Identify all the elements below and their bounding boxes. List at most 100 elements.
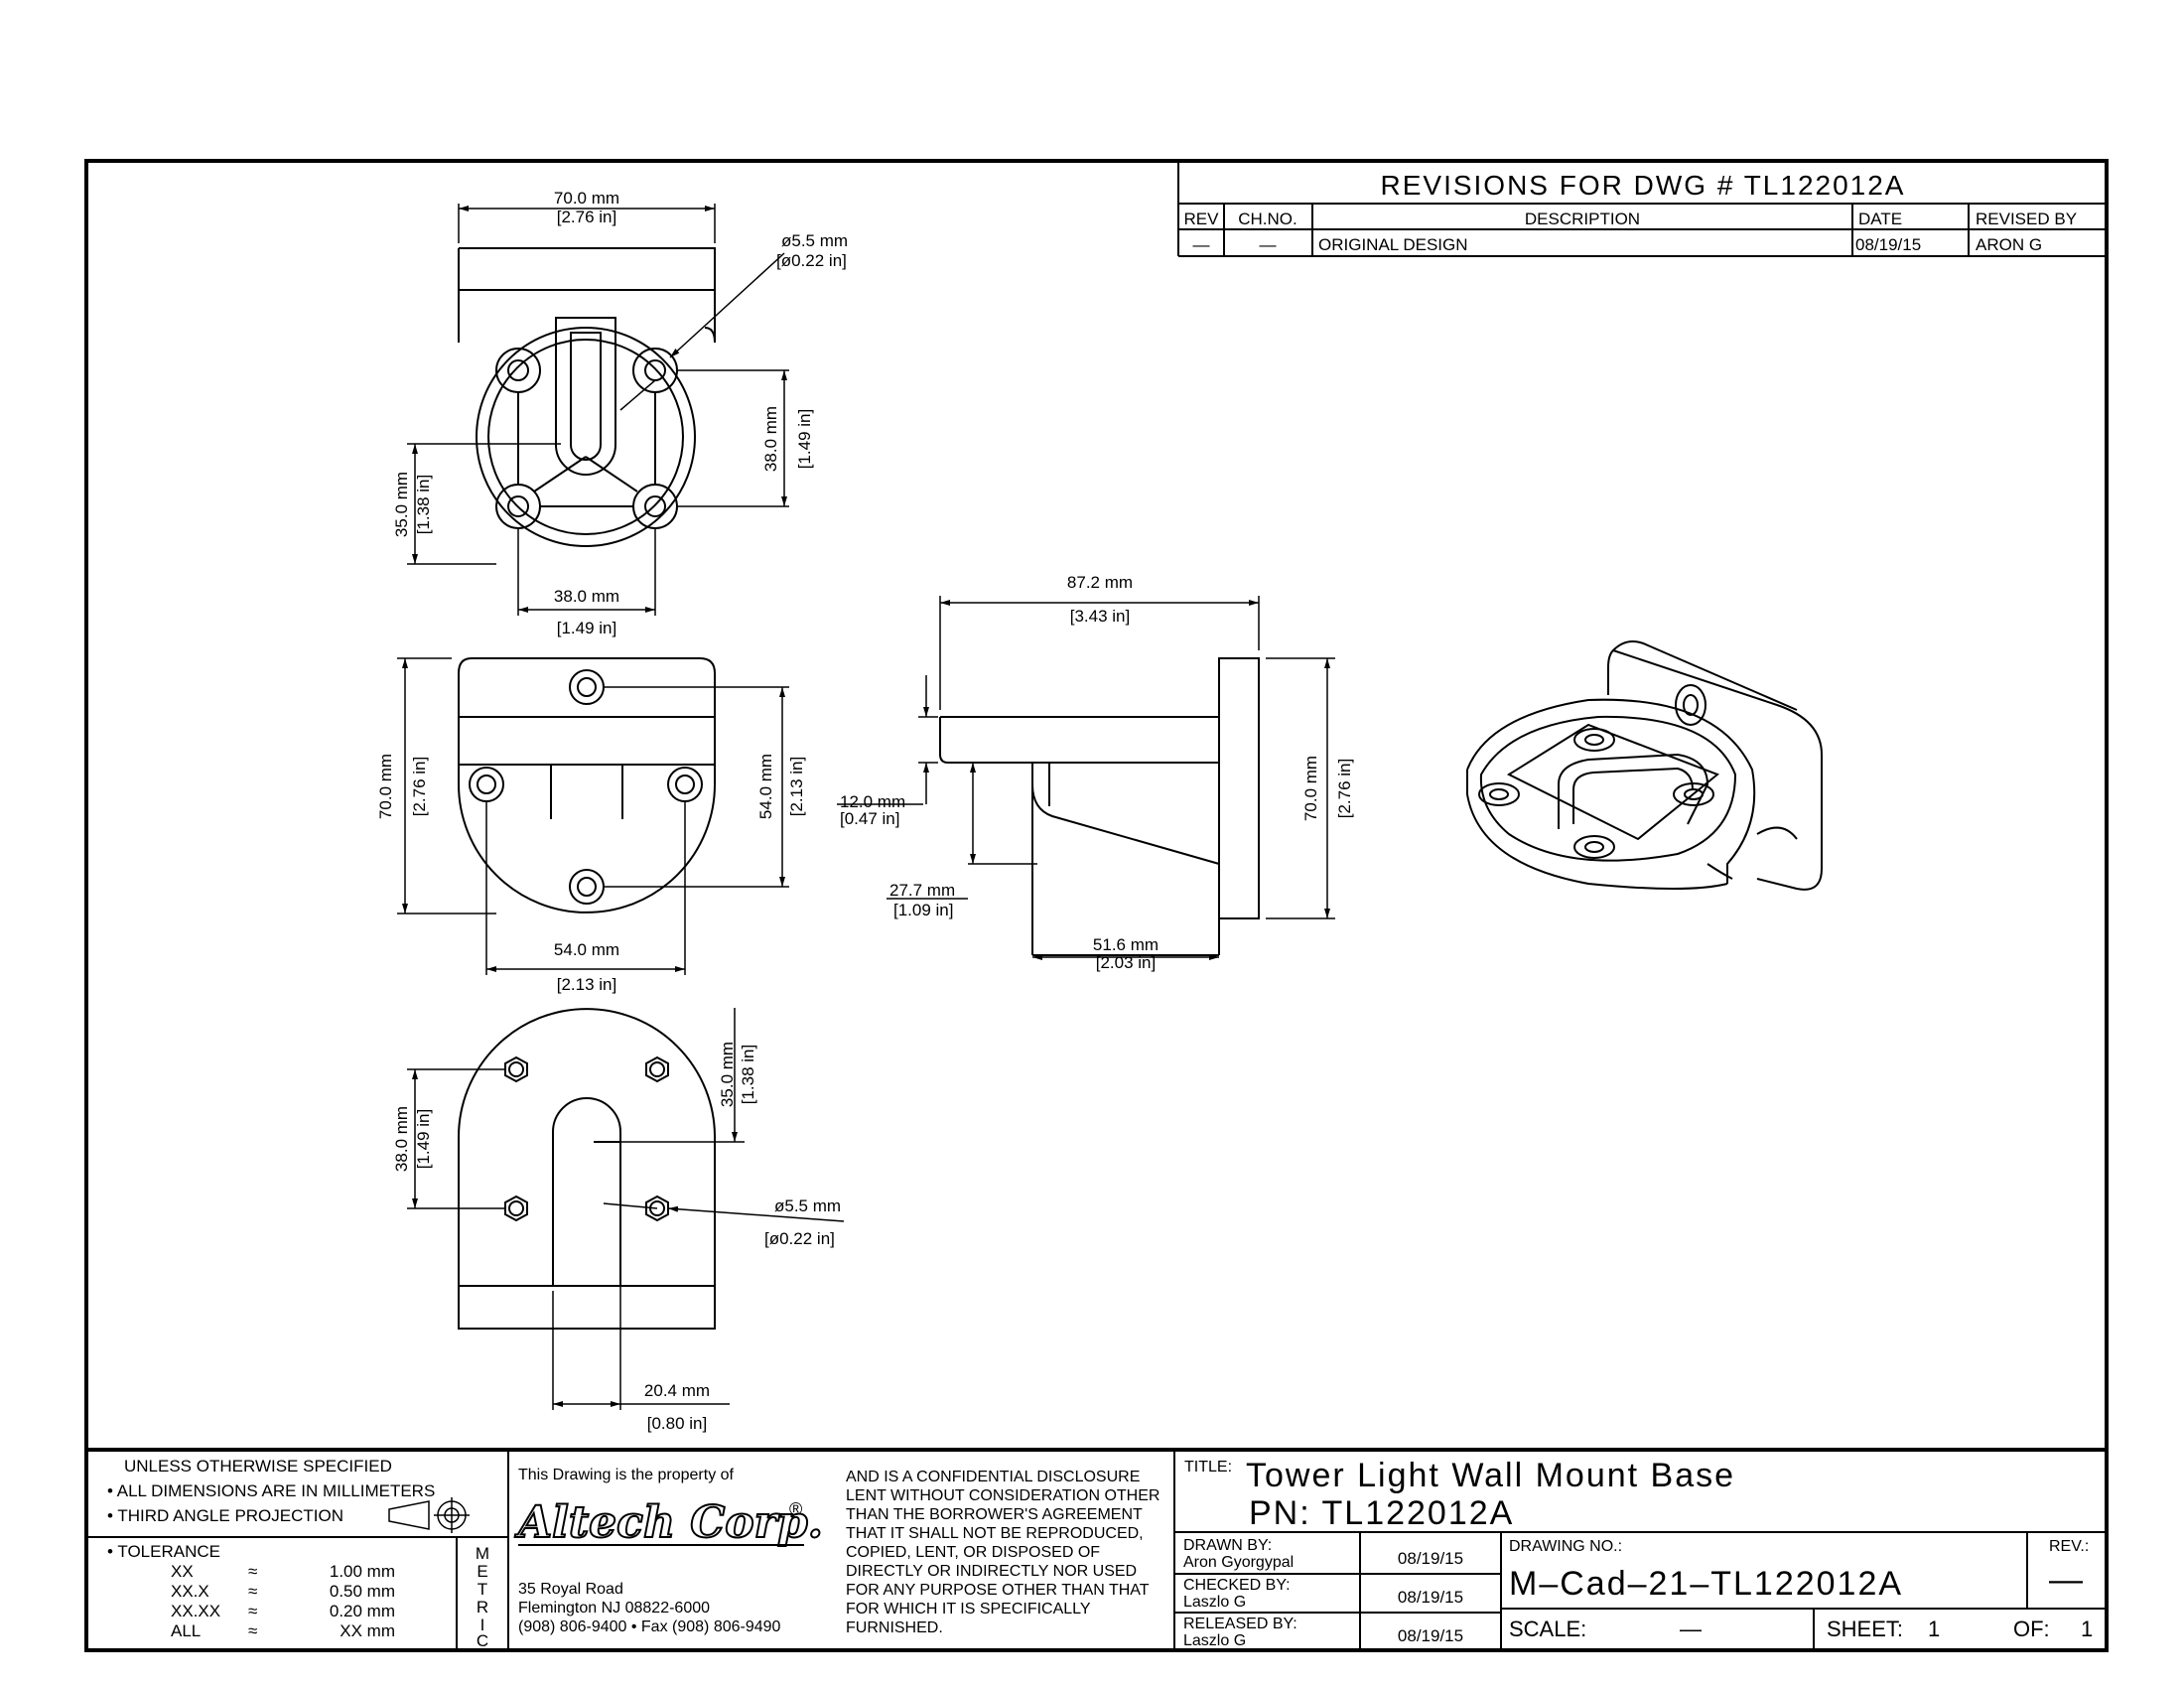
tolerance-label: XX.X: [171, 1582, 209, 1601]
drawn-by-label: DRAWN BY:: [1183, 1537, 1272, 1554]
part-number: PN: TL122012A: [1249, 1494, 1514, 1532]
metric-letter: M: [476, 1544, 489, 1563]
side-depth-in-label: [3.43 in]: [1070, 607, 1131, 626]
left-offset-in-label: [1.38 in]: [414, 475, 433, 535]
disclosure-line: COPIED, LENT, OR DISPOSED OF: [846, 1544, 1100, 1561]
side-height-mm-label: 70.0 mm: [1301, 756, 1320, 821]
sheet-border: [84, 159, 2109, 1652]
revised-by-value: ARON G: [1976, 235, 2042, 254]
front-inner-in-label: [2.13 in]: [787, 757, 806, 817]
drawn-by-value: Aron Gyorgypal: [1183, 1554, 1294, 1571]
disclosure-line: FURNISHED.: [846, 1619, 943, 1636]
drawn-date: 08/19/15: [1398, 1549, 1463, 1568]
tolerance-symbol: ≈: [248, 1621, 257, 1640]
bottom-view-dimensions: [407, 1008, 845, 1410]
chno-value: —: [1260, 235, 1277, 254]
bottom-hole-in-label: [ø0.22 in]: [764, 1229, 835, 1248]
side-height-in-label: [2.76 in]: [1335, 759, 1354, 819]
company-address-1: 35 Royal Road: [518, 1581, 623, 1598]
side-offset-mm-label: 27.7 mm: [889, 881, 955, 900]
hole-dia-in-label: [ø0.22 in]: [776, 251, 847, 270]
drawing-no-label: DRAWING NO.:: [1509, 1538, 1622, 1555]
bottom-offset-mm-label: 20.4 mm: [644, 1381, 710, 1400]
tolerance-symbol: ≈: [248, 1562, 257, 1581]
tolerance-label: XX: [171, 1562, 194, 1581]
property-of-text: This Drawing is the property of: [518, 1467, 735, 1483]
side-offset-in-label: [1.09 in]: [893, 901, 954, 919]
tolerance-list: XX ≈ 1.00 mm XX.X ≈ 0.50 mm XX.XX ≈ 0.20…: [171, 1562, 395, 1640]
side-base-in-label: [2.03 in]: [1096, 953, 1157, 972]
tolerance-value: 1.00 mm: [330, 1562, 395, 1581]
metric-letter: E: [477, 1562, 487, 1581]
released-date: 08/19/15: [1398, 1626, 1463, 1645]
disclosure-line: AND IS A CONFIDENTIAL DISCLOSURE: [846, 1469, 1140, 1485]
front-inner-mm-label: 54.0 mm: [756, 754, 775, 819]
disclosure-line: DIRECTLY OR INDIRECTLY NOR USED: [846, 1563, 1137, 1580]
title-block-grid: [86, 1448, 2107, 1650]
top-view: [458, 247, 716, 547]
third-angle-projection-icon: [388, 1497, 470, 1533]
checked-by-value: Laszlo G: [1183, 1594, 1246, 1611]
rev-value: —: [1193, 235, 1210, 254]
date-value: 08/19/15: [1855, 235, 1921, 254]
side-depth-mm-label: 87.2 mm: [1067, 573, 1133, 592]
company-logo-text: Altech Corp.: [514, 1497, 823, 1548]
drawing-number: M–Cad–21–TL122012A: [1509, 1565, 1903, 1603]
disclosure-line: FOR ANY PURPOSE OTHER THAN THAT: [846, 1582, 1150, 1599]
tolerance-label: XX.XX: [171, 1602, 220, 1620]
bottom-offset-in-label: [0.80 in]: [647, 1414, 708, 1433]
tolerance-label: ALL: [171, 1621, 201, 1640]
chno-header: CH.NO.: [1238, 210, 1297, 228]
drawing-title: Tower Light Wall Mount Base: [1246, 1457, 1735, 1494]
revised-by-header: REVISED BY: [1976, 210, 2077, 228]
checked-by-label: CHECKED BY:: [1183, 1577, 1291, 1594]
top-width-mm-label: 70.0 mm: [554, 189, 619, 208]
tolerance-title: • TOLERANCE: [107, 1542, 220, 1561]
front-height-mm-label: 70.0 mm: [376, 754, 395, 819]
of-value: 1: [2081, 1617, 2093, 1641]
revisions-title: REVISIONS FOR DWG # TL122012A: [1381, 170, 1906, 201]
sheet-label: SHEET:: [1827, 1617, 1903, 1641]
side-view: [939, 657, 1260, 956]
metric-letter: C: [477, 1631, 488, 1650]
notes-line-1: UNLESS OTHERWISE SPECIFIED: [124, 1457, 392, 1476]
company-address-2: Flemington NJ 08822-6000: [518, 1600, 710, 1617]
company-phone: (908) 806-9400 • Fax (908) 806-9490: [518, 1618, 781, 1635]
isometric-view: [1466, 640, 1823, 891]
scale-label: SCALE:: [1509, 1617, 1586, 1641]
description-value: ORIGINAL DESIGN: [1318, 235, 1468, 254]
metric-letter: I: [480, 1616, 485, 1634]
registered-mark: ®: [789, 1499, 802, 1519]
rev-value: —: [2049, 1561, 2085, 1599]
rev-header: REV: [1184, 210, 1220, 228]
bottom-vspacing-in-label: [1.49 in]: [414, 1109, 433, 1170]
front-view: [458, 657, 716, 914]
hole-hspacing-mm-label: 38.0 mm: [554, 587, 619, 606]
top-view-dimensions: [407, 204, 789, 616]
company-logo: Altech Corp. ®: [513, 1496, 824, 1549]
front-width-mm-label: 54.0 mm: [554, 940, 619, 959]
sheet-value: 1: [1928, 1617, 1940, 1641]
notes-line-2: • ALL DIMENSIONS ARE IN MILLIMETERS: [107, 1481, 435, 1500]
top-width-in-label: [2.76 in]: [557, 208, 617, 226]
date-header: DATE: [1858, 210, 1902, 228]
checked-date: 08/19/15: [1398, 1588, 1463, 1607]
hole-vspacing-in-label: [1.49 in]: [795, 409, 814, 470]
tolerance-value: 0.20 mm: [330, 1602, 395, 1620]
front-width-in-label: [2.13 in]: [557, 975, 617, 994]
of-label: OF:: [2013, 1617, 2050, 1641]
metric-label: M E T R I C: [476, 1544, 489, 1650]
metric-letter: T: [478, 1580, 487, 1599]
bottom-view: [458, 1008, 716, 1330]
title-label: TITLE:: [1184, 1459, 1232, 1476]
bottom-hole-mm-label: ø5.5 mm: [774, 1196, 841, 1215]
disclosure-line: FOR WHICH IT IS SPECIFICALLY: [846, 1601, 1091, 1618]
front-height-in-label: [2.76 in]: [410, 757, 429, 817]
side-view-dimensions: [837, 596, 1335, 960]
hole-vspacing-mm-label: 38.0 mm: [761, 406, 780, 472]
hole-dia-mm-label: ø5.5 mm: [781, 231, 848, 250]
side-thick-in-label: [0.47 in]: [840, 809, 900, 828]
disclosure-line: LENT WITHOUT CONSIDERATION OTHER: [846, 1487, 1160, 1504]
disclosure-text: AND IS A CONFIDENTIAL DISCLOSURE LENT WI…: [846, 1469, 1160, 1636]
notes-line-3: • THIRD ANGLE PROJECTION: [107, 1506, 343, 1525]
